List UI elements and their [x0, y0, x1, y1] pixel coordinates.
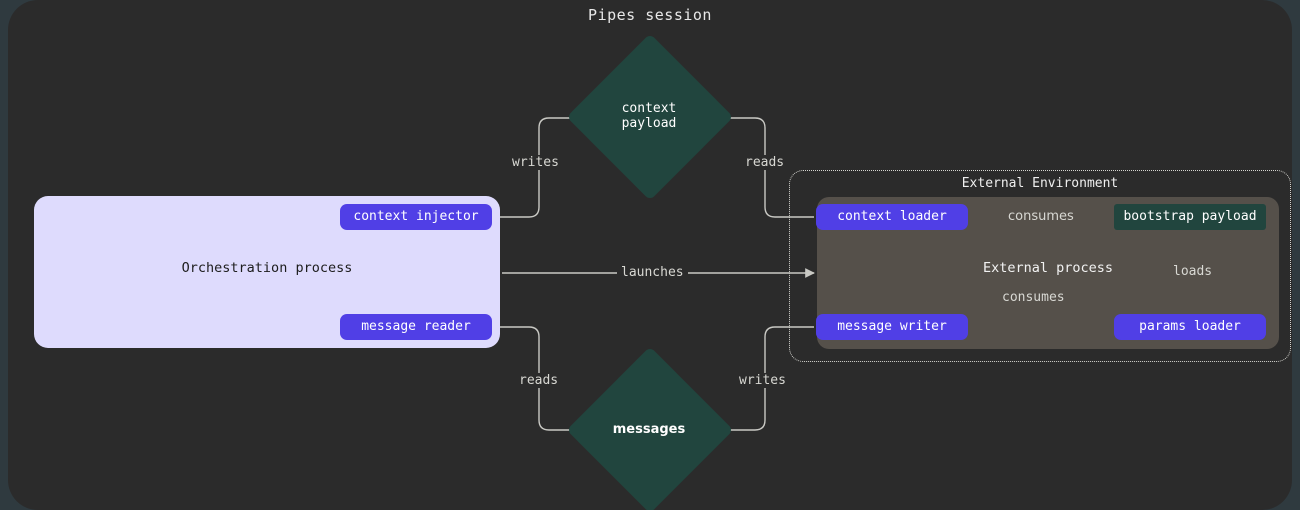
edge-label-reads-bottom: reads: [515, 373, 563, 388]
store-context-payload-label: context payload: [569, 101, 729, 131]
external-environment-label: External Environment: [961, 176, 1119, 191]
edge-label-loads: loads: [1169, 264, 1217, 279]
store-context-payload-line1: context: [621, 101, 677, 116]
edge-label-consumes-top: consumes: [1004, 209, 1078, 224]
edge-label-writes-bottom: writes: [735, 373, 790, 388]
node-message-reader[interactable]: message reader: [340, 314, 492, 340]
store-messages-label: messages: [612, 422, 686, 437]
node-context-injector[interactable]: context injector: [340, 204, 492, 230]
node-context-loader[interactable]: context loader: [816, 204, 968, 230]
node-message-writer[interactable]: message writer: [816, 314, 968, 340]
edge-label-writes-top: writes: [508, 155, 563, 170]
node-params-loader[interactable]: params loader: [1114, 314, 1266, 340]
edge-label-launches: launches: [617, 265, 688, 280]
external-process-label: External process: [982, 260, 1114, 276]
orchestration-process-label: Orchestration process: [181, 260, 353, 276]
external-environment-panel: External Environment: [789, 170, 1291, 362]
page-title: Pipes session: [588, 6, 712, 24]
edge-label-reads-top: reads: [741, 155, 789, 170]
node-bootstrap-payload[interactable]: bootstrap payload: [1114, 204, 1266, 230]
store-context-payload-line2: payload: [621, 116, 677, 131]
diagram-canvas: Pipes session Orchestration process cont…: [8, 0, 1292, 510]
edge-label-consumes-bottom: consumes: [998, 290, 1069, 305]
